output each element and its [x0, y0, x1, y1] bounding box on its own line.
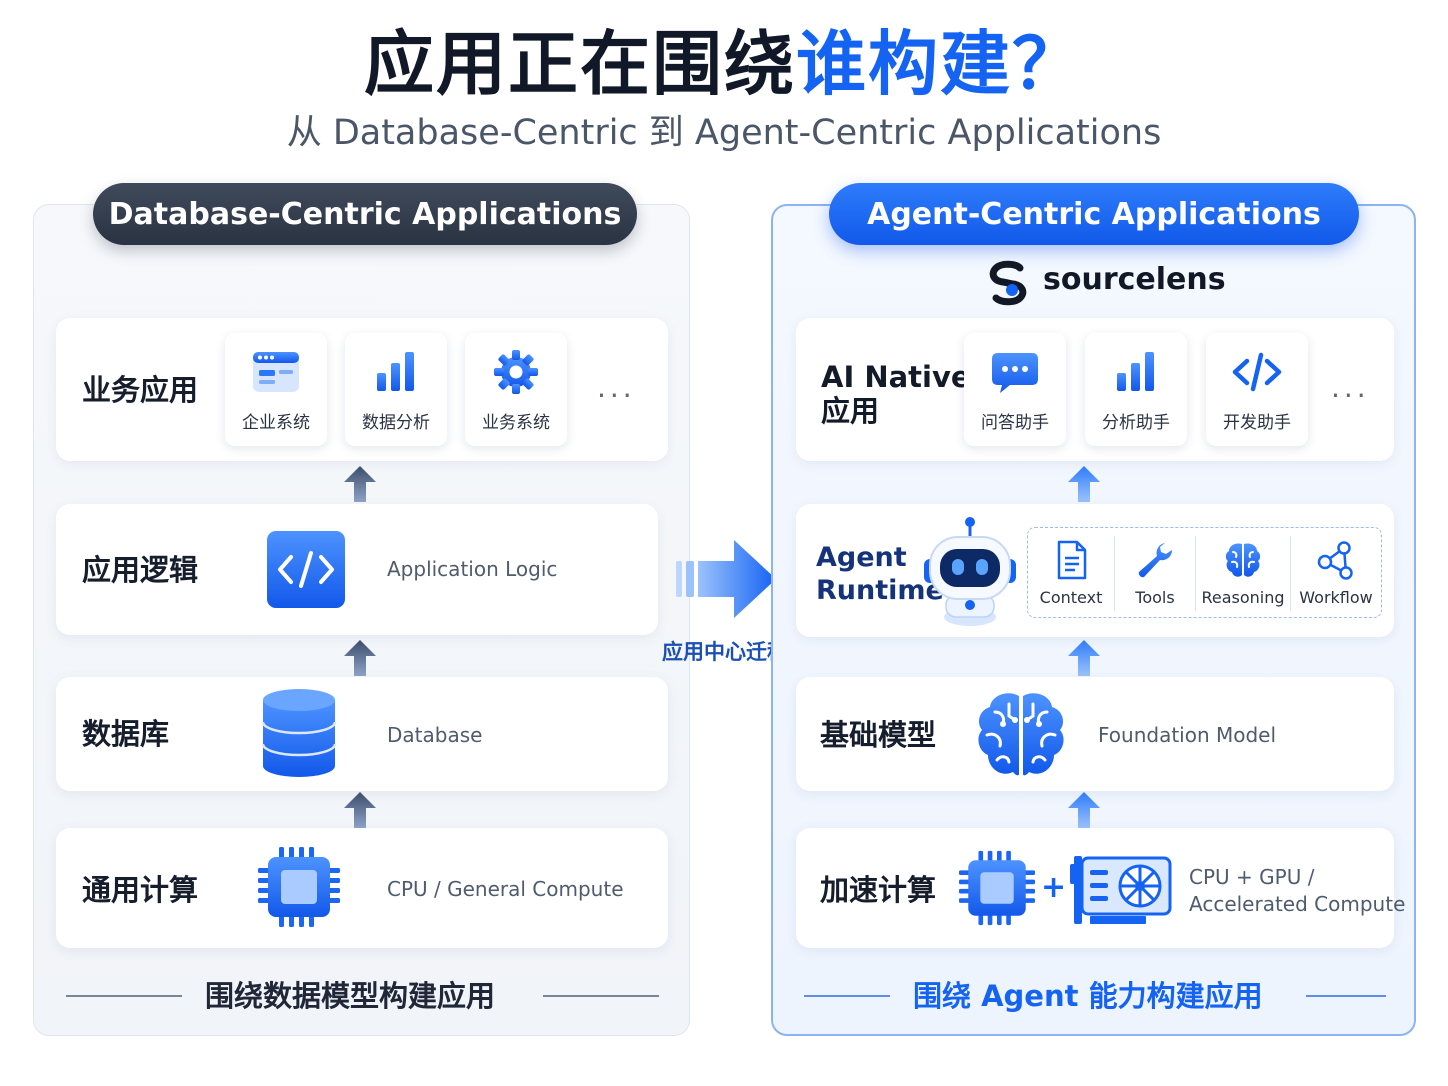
foundation-model-desc: Foundation Model — [1098, 723, 1277, 747]
divider — [1290, 536, 1291, 611]
up-arrow-icon — [1068, 792, 1100, 828]
up-arrow-icon — [1068, 466, 1100, 502]
bar-chart-icon — [377, 352, 414, 391]
app-card-enterprise[interactable]: 企业系统 — [225, 333, 327, 446]
general-compute-label: 通用计算 — [82, 873, 199, 907]
document-icon — [1057, 540, 1087, 580]
code-icon — [1232, 352, 1282, 392]
cpu-chip-icon — [959, 850, 1035, 926]
divider — [1114, 536, 1115, 611]
app-card-business-system[interactable]: 业务系统 — [465, 333, 567, 446]
up-arrow-icon — [344, 640, 376, 676]
runtime-item-tools[interactable]: Tools — [1115, 528, 1195, 619]
app-card-data-analysis[interactable]: 数据分析 — [345, 333, 447, 446]
right-arrow-icon — [676, 540, 776, 618]
caption-divider — [66, 995, 182, 997]
brand-name: sourcelens — [1043, 262, 1226, 297]
workflow-icon — [1317, 541, 1353, 580]
title-dark-part: 应用正在围绕 — [364, 23, 796, 105]
database-row — [56, 677, 668, 791]
up-arrow-icon — [1068, 640, 1100, 676]
accelerated-compute-desc-line1: CPU + GPU / — [1189, 865, 1315, 889]
more-apps-ellipsis: ... — [1331, 371, 1370, 404]
ai-native-label-line1: AI Native — [821, 360, 971, 394]
page-title: 应用正在围绕谁构建？ — [0, 22, 1448, 106]
app-card-dev-assistant[interactable]: 开发助手 — [1206, 333, 1308, 446]
page-subtitle: 从 Database-Centric 到 Agent-Centric Appli… — [286, 113, 1162, 153]
plus-sign: + — [1041, 870, 1067, 905]
database-label: 数据库 — [82, 717, 170, 751]
wrench-icon — [1138, 543, 1173, 578]
business-apps-label: 业务应用 — [82, 373, 199, 407]
bar-chart-icon — [1117, 352, 1154, 391]
caption-divider — [1306, 995, 1386, 997]
up-arrow-icon — [344, 792, 376, 828]
foundation-model-label: 基础模型 — [820, 718, 937, 752]
general-compute-row — [56, 828, 668, 948]
robot-icon — [924, 517, 1016, 626]
gpu-card-icon — [1070, 856, 1172, 924]
accelerated-compute-desc-line2: Accelerated Compute — [1189, 892, 1406, 916]
title-blue-part: 谁构建？ — [796, 23, 1084, 105]
app-label: 企业系统 — [242, 413, 310, 433]
general-compute-desc: CPU / General Compute — [387, 877, 624, 901]
runtime-item-label: Context — [1039, 588, 1103, 607]
app-label: 业务系统 — [482, 413, 550, 433]
app-label: 分析助手 — [1102, 413, 1170, 433]
sourcelens-logo-icon — [989, 260, 1027, 306]
application-logic-label: 应用逻辑 — [82, 553, 199, 587]
caption-divider — [543, 995, 659, 997]
app-label: 开发助手 — [1223, 413, 1291, 433]
more-apps-ellipsis: ... — [597, 371, 636, 404]
application-logic-row — [56, 504, 658, 635]
runtime-item-label: Reasoning — [1201, 588, 1285, 607]
database-centric-pill: Database-Centric Applications — [93, 183, 637, 245]
runtime-item-workflow[interactable]: Workflow — [1291, 528, 1381, 619]
database-desc: Database — [387, 723, 483, 747]
agent-runtime-capabilities: Context Tools Reasoning Workflow — [1027, 527, 1382, 618]
agent-runtime-label-line2: Runtime — [816, 575, 944, 606]
app-card-qa-assistant[interactable]: 问答助手 — [964, 333, 1066, 446]
browser-window-icon — [253, 352, 299, 392]
cpu-chip-icon — [258, 847, 340, 927]
caption-divider — [804, 995, 890, 997]
app-card-analysis-assistant[interactable]: 分析助手 — [1085, 333, 1187, 446]
runtime-item-label: Workflow — [1299, 588, 1373, 607]
divider — [1195, 536, 1196, 611]
agent-centric-caption: 围绕 Agent 能力构建应用 — [913, 979, 1263, 1013]
agent-centric-pill: Agent-Centric Applications — [829, 183, 1359, 245]
database-centric-caption: 围绕数据模型构建应用 — [205, 979, 496, 1013]
runtime-item-reasoning[interactable]: Reasoning — [1196, 528, 1290, 619]
brain-icon — [978, 693, 1064, 776]
up-arrow-icon — [344, 466, 376, 502]
code-icon — [267, 531, 345, 608]
app-label: 数据分析 — [362, 413, 430, 433]
accelerated-compute-label: 加速计算 — [820, 873, 937, 907]
chat-bubble-icon — [992, 353, 1038, 393]
migration-label: 应用中心迁移 — [662, 640, 788, 664]
brain-icon — [1225, 543, 1261, 577]
gear-icon — [494, 350, 538, 394]
database-icon — [261, 689, 337, 777]
app-label: 问答助手 — [981, 413, 1049, 433]
application-logic-desc: Application Logic — [387, 557, 558, 581]
foundation-model-row — [796, 677, 1394, 791]
agent-runtime-label-line1: Agent — [816, 542, 907, 573]
runtime-item-context[interactable]: Context — [1028, 528, 1114, 619]
runtime-item-label: Tools — [1135, 588, 1175, 607]
ai-native-label-line2: 应用 — [821, 394, 880, 428]
